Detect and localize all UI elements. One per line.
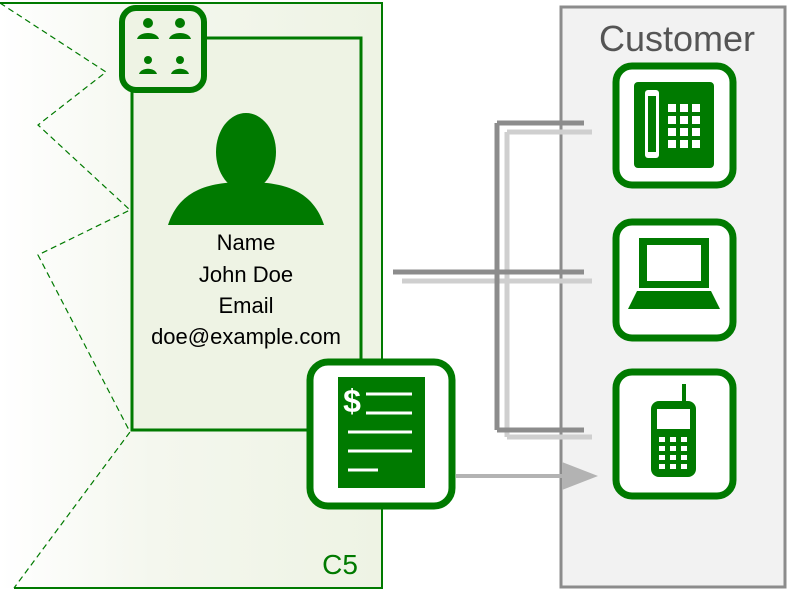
name-label: Name: [217, 230, 276, 255]
invoice-arrow: [456, 462, 598, 490]
invoice-currency-symbol: $: [343, 383, 361, 419]
invoice-arrow-head: [562, 462, 598, 490]
invoice-document-icon: $: [306, 358, 456, 510]
mobile-phone-icon: [612, 368, 737, 500]
contact-card: Name John Doe Email doe@example.com: [130, 36, 363, 432]
laptop-icon: [612, 218, 737, 342]
person-icon: [168, 113, 324, 225]
email-label: Email: [218, 293, 273, 318]
connector-lines-dark: [393, 120, 584, 433]
contacts-group-icon: [119, 5, 207, 93]
name-value: John Doe: [199, 262, 293, 287]
desk-phone-icon: [612, 62, 737, 189]
c5-zone-border: [0, 2, 383, 589]
email-value: doe@example.com: [151, 324, 341, 349]
customer-panel-title: Customer: [599, 18, 755, 59]
zone-label: C5: [322, 549, 358, 580]
